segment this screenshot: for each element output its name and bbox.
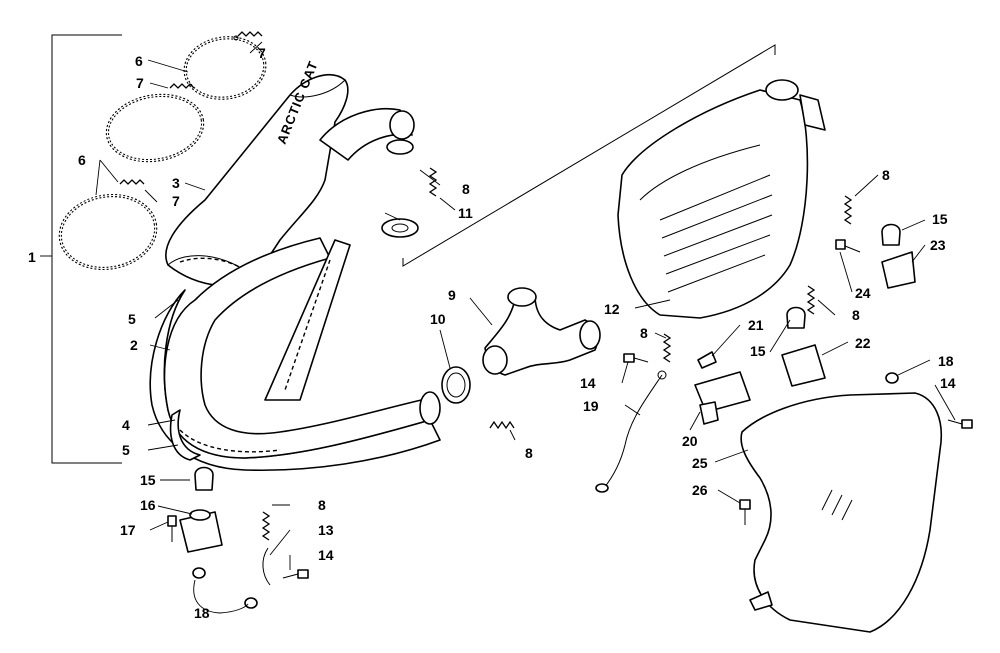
rubber-bumper-right-upper: [881, 223, 901, 246]
callout-10: 10: [430, 311, 446, 327]
spring-chamber: [489, 420, 515, 430]
bolt-24: [835, 239, 861, 253]
rubber-bumper-right-lower: [786, 306, 806, 329]
callout-4: 4: [122, 417, 130, 433]
callout-23: 23: [930, 237, 946, 253]
bolt-26: [739, 499, 751, 525]
mount-bracket-20: [694, 371, 751, 425]
clamp-ring-middle: [105, 93, 205, 163]
heat-shield-plate: [169, 239, 351, 461]
silencer-box: [617, 79, 826, 319]
callout-17: 17: [120, 522, 136, 538]
callout-25: 25: [692, 455, 708, 471]
callout-11: 11: [458, 205, 473, 221]
callout-8-bracket: 8: [640, 325, 648, 341]
clamp-ring-top: [183, 36, 267, 100]
callout-2: 2: [130, 337, 138, 353]
bolt-14-lower: [282, 569, 309, 579]
callout-19: 19: [583, 398, 599, 414]
callout-20: 20: [682, 433, 698, 449]
callout-15-mid: 15: [750, 343, 766, 359]
bolt-14-mid: [623, 353, 649, 363]
spring-mount: [261, 511, 271, 541]
callout-6-lower: 6: [78, 152, 86, 168]
callout-8-lower-right: 8: [852, 307, 860, 323]
nut-18-left: [192, 567, 258, 609]
clip-13: [262, 547, 271, 586]
bolt-14-right: [947, 419, 973, 429]
callout-24: 24: [855, 285, 871, 301]
assembly-bracket: [40, 34, 122, 464]
clamp-ring-bottom: [58, 193, 158, 271]
callout-7-low: 7: [172, 193, 180, 209]
callout-18-lower: 18: [194, 605, 210, 621]
heat-shield-panel: [740, 392, 942, 633]
detail-link-line: [402, 44, 776, 267]
callout-14-mid: 14: [580, 375, 596, 391]
callout-6-upper: 6: [135, 53, 143, 69]
tail-pipe: [319, 108, 415, 161]
callout-15-left: 15: [140, 472, 156, 488]
callout-9: 9: [448, 287, 456, 303]
ring-spring-low: [119, 179, 145, 185]
nut-18-right: [885, 372, 899, 384]
spring-bracket: [662, 333, 672, 363]
rubber-bumper-left: [194, 466, 214, 491]
y-pipe-manifold: [482, 287, 601, 376]
spring-canister-upper: [843, 195, 853, 225]
expansion-chamber: [149, 237, 441, 472]
grommet-21: [697, 351, 717, 369]
callout-8-mount: 8: [318, 497, 326, 513]
callout-13: 13: [318, 522, 334, 538]
bolt-17: [167, 515, 177, 542]
callout-7-top: 7: [258, 45, 266, 61]
callout-12: 12: [604, 301, 620, 317]
callout-8-tailpipe: 8: [462, 181, 470, 197]
mount-bracket-23: [881, 251, 916, 289]
seal-ring: [441, 366, 471, 404]
callout-5-upper: 5: [128, 311, 136, 327]
ring-spring-top: [233, 31, 263, 41]
callout-8-upper-right: 8: [882, 167, 890, 183]
callout-26: 26: [692, 482, 708, 498]
callout-1: 1: [28, 249, 36, 265]
ring-spring-mid: [169, 83, 195, 89]
callout-labels: 1 2 3 4 5 5 6 6 7 7 7 8 8 8 8 8 8 9 10 1…: [28, 45, 956, 621]
ground-wire: [595, 370, 667, 493]
spring-canister-lower: [806, 285, 816, 315]
callout-18-right: 18: [938, 353, 954, 369]
callout-15-right: 15: [932, 211, 948, 227]
callout-16: 16: [140, 497, 156, 513]
mount-bracket-left: [179, 509, 223, 553]
callout-22: 22: [855, 335, 871, 351]
spring-tailpipe: [428, 167, 438, 197]
callout-3: 3: [172, 175, 180, 191]
callout-21: 21: [748, 317, 764, 333]
leader-lines: [95, 41, 956, 614]
mount-bracket-22: [781, 344, 826, 387]
callout-14-lower: 14: [318, 547, 334, 563]
callout-14-right: 14: [940, 375, 956, 391]
callout-8-chamber: 8: [525, 445, 533, 461]
callout-7-mid: 7: [136, 75, 144, 91]
callout-5-lower: 5: [122, 442, 130, 458]
grommet: [381, 139, 419, 238]
